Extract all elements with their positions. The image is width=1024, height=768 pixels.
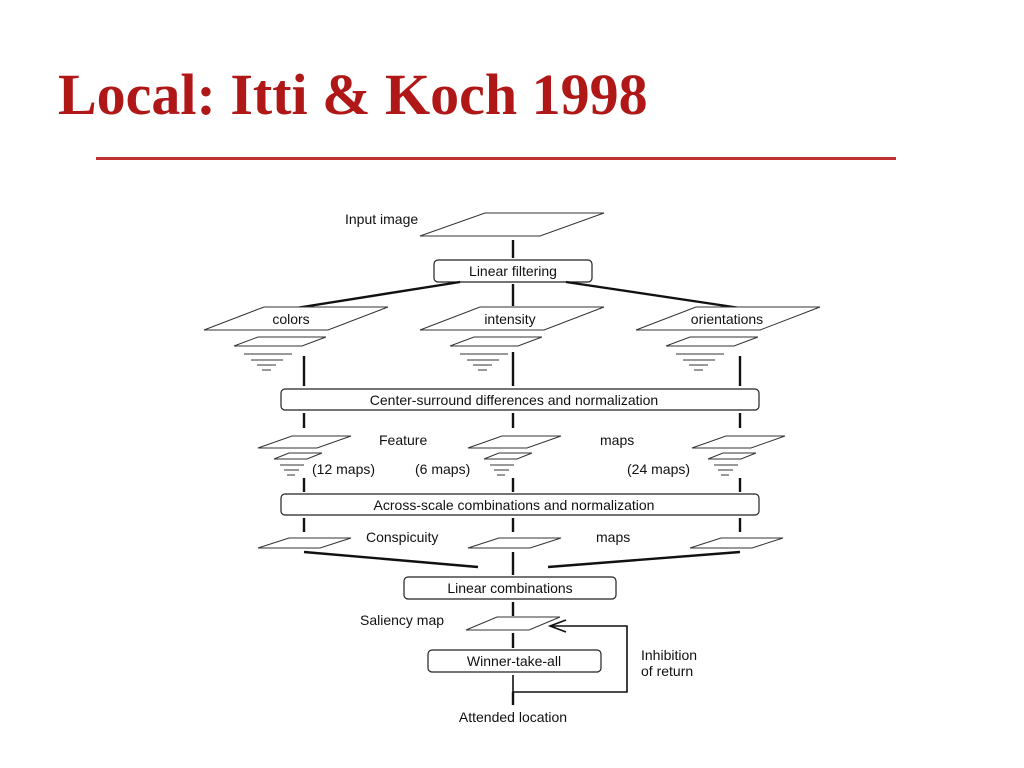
title-underline (96, 157, 896, 160)
intensity-plane (419, 306, 605, 331)
inhibition-label-line1: Inhibition (641, 647, 697, 663)
feature-map-plane-left (257, 435, 352, 449)
saliency-map-label: Saliency map (360, 612, 444, 628)
map-count-orientations: (24 maps) (627, 461, 690, 477)
slide-title: Local: Itti & Koch 1998 (58, 62, 648, 127)
center-surround-box (280, 388, 760, 411)
map-count-colors: (12 maps) (312, 461, 375, 477)
input-image-label: Input image (345, 211, 418, 227)
conspicuity-plane-right (689, 537, 784, 549)
orientations-plane (635, 306, 821, 331)
orientations-pyramid-stack (665, 336, 759, 371)
across-scale-label: Across-scale combinations and normalizat… (374, 497, 655, 513)
conspicuity-maps-label-word1: Conspicuity (366, 529, 438, 545)
linear-combinations-box (403, 576, 617, 600)
linear-filtering-box (433, 259, 593, 283)
branch-to-orientations (565, 280, 741, 310)
intensity-pyramid-stack (449, 336, 543, 371)
map-count-intensity: (6 maps) (415, 461, 470, 477)
conspicuity-plane-mid (467, 537, 562, 549)
feature-map-stack-mid (483, 452, 533, 476)
inhibition-of-return-loop (512, 625, 628, 693)
conspicuity-plane-left (257, 537, 352, 549)
winner-take-all-label: Winner-take-all (467, 653, 561, 669)
saliency-map-plane (465, 616, 561, 631)
branch-to-colors (295, 280, 461, 310)
colors-plane (203, 306, 389, 331)
feature-map-plane-right (691, 435, 786, 449)
colors-pyramid-stack (233, 336, 327, 371)
feature-maps-label-word1: Feature (379, 432, 427, 448)
orientations-label: orientations (691, 311, 763, 327)
center-surround-label: Center-surround differences and normaliz… (370, 392, 658, 408)
feature-maps-label-word2: maps (600, 432, 634, 448)
intensity-label: intensity (484, 311, 535, 327)
inhibition-label-line2: of return (641, 663, 693, 679)
input-image-plane (419, 212, 605, 237)
inhibition-arrowhead (547, 619, 567, 633)
converge-right (547, 550, 741, 569)
colors-label: colors (272, 311, 309, 327)
feature-map-stack-left (273, 452, 323, 476)
feature-map-plane-mid (467, 435, 562, 449)
winner-take-all-box (427, 649, 602, 673)
converge-left (303, 550, 479, 569)
linear-filtering-label: Linear filtering (469, 263, 557, 279)
conspicuity-maps-label-word2: maps (596, 529, 630, 545)
feature-map-stack-right (707, 452, 757, 476)
linear-combinations-label: Linear combinations (447, 580, 572, 596)
across-scale-box (280, 493, 760, 516)
attended-location-label: Attended location (459, 709, 567, 725)
